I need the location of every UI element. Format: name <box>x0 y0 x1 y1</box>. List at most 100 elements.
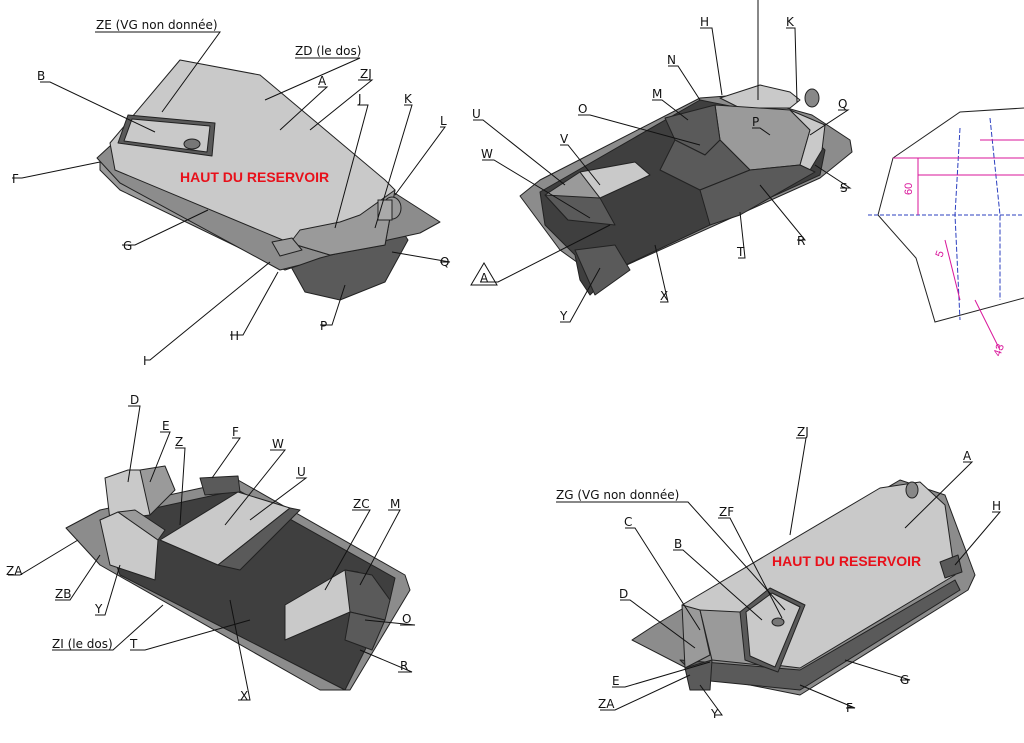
label4-x: X <box>240 689 248 703</box>
label4-w: W <box>272 437 284 451</box>
dim-60: 60 <box>903 183 915 195</box>
label2-r: R <box>797 234 805 248</box>
view-top-left: HAUT DU RESERVOIR ZE (VG non donnée) ZD … <box>12 18 451 368</box>
view-bottom-left: D E Z F W U ZC M ZA ZB Y O ZI (le dos) T… <box>6 393 416 703</box>
labels-bottom-right: ZJ A ZG (VG non donnée) H ZF C B D E ZA … <box>556 425 1001 721</box>
label4-zb: ZB <box>55 587 71 601</box>
label5-h: H <box>992 499 1001 513</box>
label5-zf: ZF <box>719 505 734 519</box>
title-top-left: HAUT DU RESERVOIR <box>180 169 329 185</box>
tank2-face-y <box>574 244 631 296</box>
view-top-right-drawing: 60 5 43 <box>868 107 1024 358</box>
tank5-nozzle <box>905 481 919 499</box>
label5-f: F <box>846 701 853 715</box>
label4-u: U <box>297 465 306 479</box>
label4-t: T <box>129 637 138 651</box>
dim-43: 43 <box>992 342 1007 358</box>
label2-p: P <box>752 115 759 129</box>
view-top-middle: H K N M U O P Q V W S R T A X Y <box>470 0 853 323</box>
label-k: K <box>404 92 413 106</box>
labels-top-middle: H K N M U O P Q V W S R T A X Y <box>472 15 848 323</box>
tank4-face-f <box>199 475 241 496</box>
label4-f: F <box>232 425 239 439</box>
label5-d: D <box>619 587 628 601</box>
label2-y: Y <box>559 309 568 323</box>
label2-n: N <box>667 53 676 67</box>
label-g: G <box>123 239 132 253</box>
label4-o: O <box>402 612 411 626</box>
label5-zg: ZG (VG non donnée) <box>556 488 679 502</box>
label-i: I <box>143 354 147 368</box>
tank5-face-h <box>939 554 963 579</box>
label4-r: R <box>400 659 408 673</box>
label2-s: S <box>840 181 848 195</box>
tank4-face-u <box>217 507 301 571</box>
tank2-nozzle <box>804 88 820 108</box>
labels-bottom-left: D E Z F W U ZC M ZA ZB Y O ZI (le dos) T… <box>6 393 411 703</box>
tank2-face-r <box>699 164 816 226</box>
label4-zc: ZC <box>353 497 370 511</box>
tank5-face-d <box>681 604 711 669</box>
labels-top-left: ZE (VG non donnée) ZD (le dos) B A ZJ J … <box>12 18 449 368</box>
label4-zi: ZI (le dos) <box>52 637 113 651</box>
label-b: B <box>37 69 45 83</box>
datum-triangle <box>470 262 498 286</box>
label2-v: V <box>560 132 569 146</box>
label-ze: ZE (VG non donnée) <box>96 18 218 32</box>
label5-c: C <box>624 515 632 529</box>
label-zj: ZJ <box>360 67 372 81</box>
label4-z: Z <box>175 435 183 449</box>
dim-5: 5 <box>934 249 947 259</box>
tank2-face-v <box>579 161 651 199</box>
label-j: J <box>357 92 362 106</box>
label-h: H <box>230 329 239 343</box>
leaders-top-middle <box>470 0 852 323</box>
label2-h: H <box>700 15 709 29</box>
label2-k: K <box>786 15 795 29</box>
leaders-bottom-right <box>556 437 1002 716</box>
label5-b: B <box>674 537 682 551</box>
label-l: L <box>440 114 447 128</box>
dim-line-43 <box>974 299 1001 351</box>
label-a: A <box>318 74 327 88</box>
tank5-plate <box>745 592 801 668</box>
label2-x: X <box>660 289 668 303</box>
title-bottom-right: HAUT DU RESERVOIR <box>772 553 921 569</box>
tank4-face-m <box>344 569 391 621</box>
label4-m: M <box>390 497 400 511</box>
label2-u: U <box>472 107 481 121</box>
drawing-hidden-line-2 <box>989 117 1001 300</box>
label-f: F <box>12 172 19 186</box>
filler-hole <box>183 138 201 150</box>
label2-a: A <box>480 271 489 285</box>
label5-a: A <box>963 449 972 463</box>
label-q: Q <box>440 255 449 269</box>
tank2-top-block <box>719 84 801 109</box>
tank4-face-e <box>139 465 176 516</box>
label5-g: G <box>900 673 909 687</box>
tank4-face-zb <box>117 509 166 541</box>
tank4-face-y <box>99 511 159 581</box>
label-zd: ZD (le dos) <box>295 44 361 58</box>
tank5-hole <box>771 617 785 627</box>
leaders-top-left <box>12 31 451 361</box>
label2-q: Q <box>838 97 847 111</box>
tank2-face-w <box>544 194 616 226</box>
label4-y: Y <box>94 602 103 616</box>
leaders-bottom-left <box>8 405 416 701</box>
label2-t: T <box>736 245 745 259</box>
label5-y: Y <box>710 707 719 721</box>
label5-za: ZA <box>598 697 615 711</box>
dim-line-5 <box>944 239 961 301</box>
label2-o: O <box>578 102 587 116</box>
drawing-hidden-line-1 <box>954 127 961 321</box>
view-bottom-right: HAUT DU RESERVOIR ZJ A ZG (VG non donnée… <box>556 425 1002 721</box>
label4-za: ZA <box>6 564 23 578</box>
label5-zj: ZJ <box>797 425 809 439</box>
label4-d: D <box>130 393 139 407</box>
label4-e: E <box>162 419 170 433</box>
label5-e: E <box>612 674 620 688</box>
label2-m: M <box>652 87 662 101</box>
front-small-block <box>271 237 303 257</box>
